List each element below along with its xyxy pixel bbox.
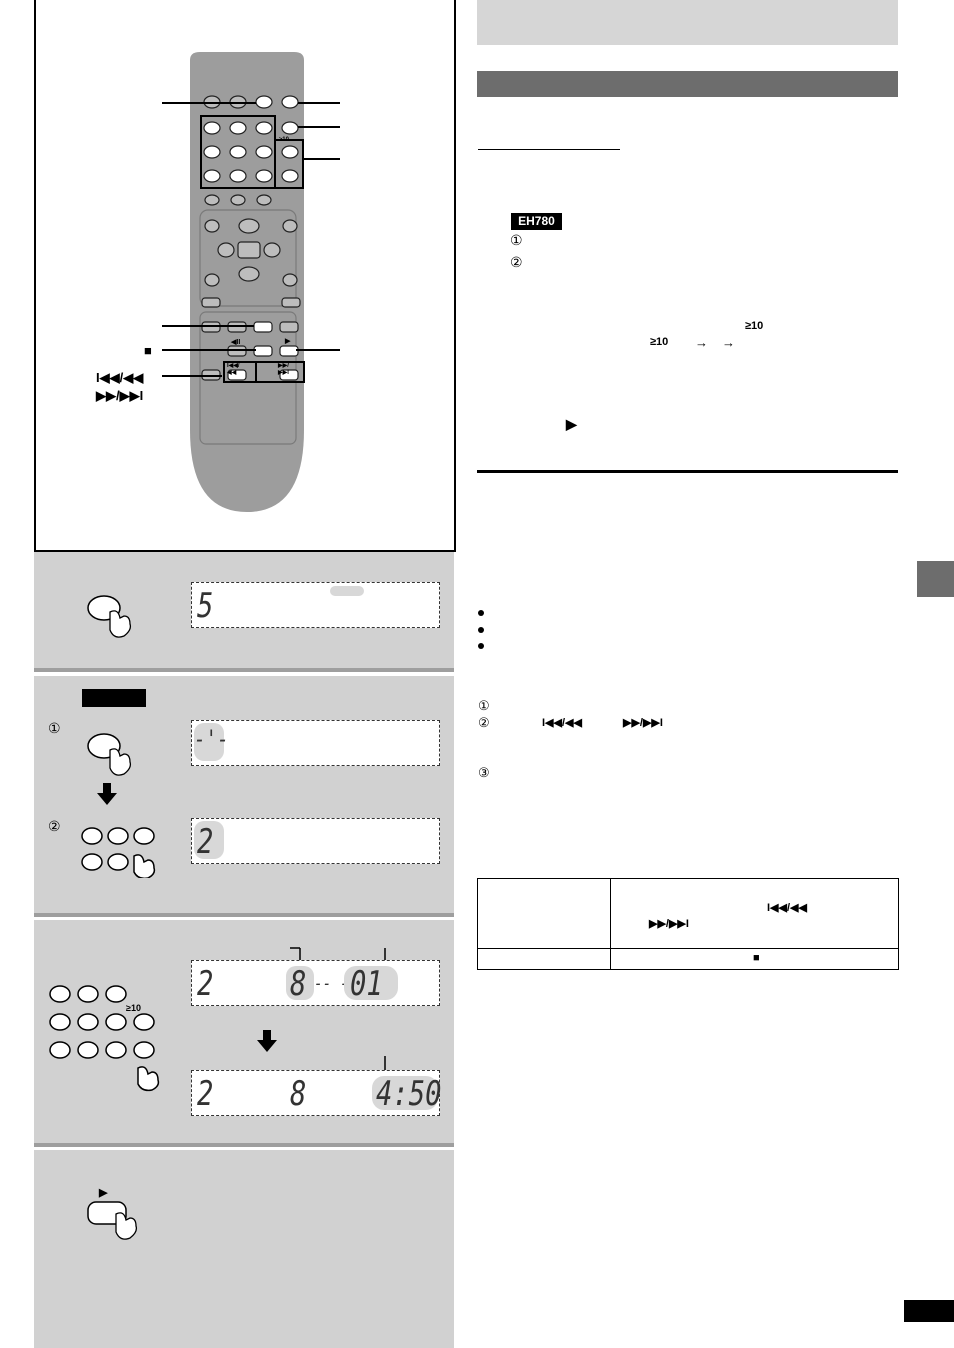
arrow-glyph: →: [722, 335, 735, 350]
section-bar: [477, 71, 898, 97]
display-text: 2: [197, 822, 214, 862]
callout-lines: [162, 102, 340, 377]
model-badge-step2: [82, 689, 146, 707]
operations-table: I◀◀/◀◀ ▶▶/▶▶I ■: [477, 878, 899, 970]
remote-skip-fwd-key-glyph: ▶▶/▶▶I: [278, 363, 289, 376]
table-cell: [477, 878, 611, 949]
table-cell: [477, 948, 611, 970]
display-step2b: 2: [191, 818, 440, 864]
table-cell: I◀◀/◀◀ ▶▶/▶▶I: [610, 878, 899, 949]
stop-glyph: ■: [753, 952, 760, 964]
numbered-marker-3: ③: [478, 765, 490, 780]
remote-skip-fwd-label: ▶▶/▶▶I: [96, 388, 144, 403]
display-text: 8: [290, 964, 307, 1004]
display-text: 8: [290, 1074, 307, 1114]
step2-marker-2: ②: [48, 818, 61, 834]
remote-pause-key-glyph: ◀II: [231, 339, 241, 346]
step2-marker-1: ①: [48, 720, 61, 736]
skip-fwd-label: ▶▶/▶▶I: [649, 918, 689, 930]
display-step3a: 2 8 -- -- 01: [191, 960, 440, 1006]
ge10-label: ≥10: [745, 320, 764, 332]
display-text: 5: [197, 586, 214, 626]
display-step1: 5: [191, 582, 440, 628]
display-step2a: -'-: [191, 720, 440, 766]
play-glyph: ▶: [99, 1187, 108, 1199]
step-panel-4: [34, 1150, 454, 1348]
display-step3b: 2 8 4:50: [191, 1070, 442, 1116]
bullet: [478, 643, 484, 649]
play-button-hand-icon: [87, 1201, 138, 1240]
remote-skip-back-label: I◀◀/◀◀: [96, 370, 144, 385]
header-bar: [477, 0, 898, 45]
display-text: 2: [197, 964, 214, 1004]
bullet: [478, 610, 484, 616]
number-keys-icon: [81, 827, 156, 878]
display-text: -'-: [194, 725, 229, 753]
play-glyph: ▶: [566, 416, 577, 432]
remote-play-key-glyph: ▶: [285, 338, 291, 345]
arrow-glyph: →: [695, 335, 708, 350]
ge10-key-label: ≥10: [126, 1003, 141, 1013]
model-badge: EH780: [511, 213, 562, 230]
hand-press-icon: [87, 733, 132, 776]
skip-back-label: I◀◀/◀◀: [542, 717, 582, 729]
side-tab: [917, 561, 954, 597]
remote-stop-label: ■: [144, 343, 152, 358]
numeric-keypad-icon: [49, 985, 160, 1092]
down-arrow-icon: [257, 1030, 277, 1052]
remote-ge10-key-glyph: ≥10: [279, 137, 289, 143]
numbered-marker-2: ②: [478, 715, 490, 730]
skip-fwd-label: ▶▶/▶▶I: [623, 717, 663, 729]
display-text: 4:50: [376, 1074, 442, 1114]
remote-skip-back-key-glyph: I◀◀/◀◀: [227, 363, 240, 376]
ge10-label: ≥10: [650, 336, 669, 348]
table-cell: ■: [610, 948, 899, 970]
numbered-marker-1: ①: [478, 698, 490, 713]
page-tab: [904, 1300, 954, 1322]
down-arrow-icon: [97, 783, 117, 805]
bullet: [478, 627, 484, 633]
hand-press-icon: [87, 595, 132, 638]
step-marker-2: ②: [510, 254, 523, 270]
display-text: 2: [197, 1074, 214, 1114]
section-divider: [477, 470, 898, 473]
underline-rule: [478, 149, 620, 150]
skip-back-label: I◀◀/◀◀: [767, 902, 807, 914]
step-marker-1: ①: [510, 232, 523, 248]
display-text: 01: [350, 964, 383, 1004]
